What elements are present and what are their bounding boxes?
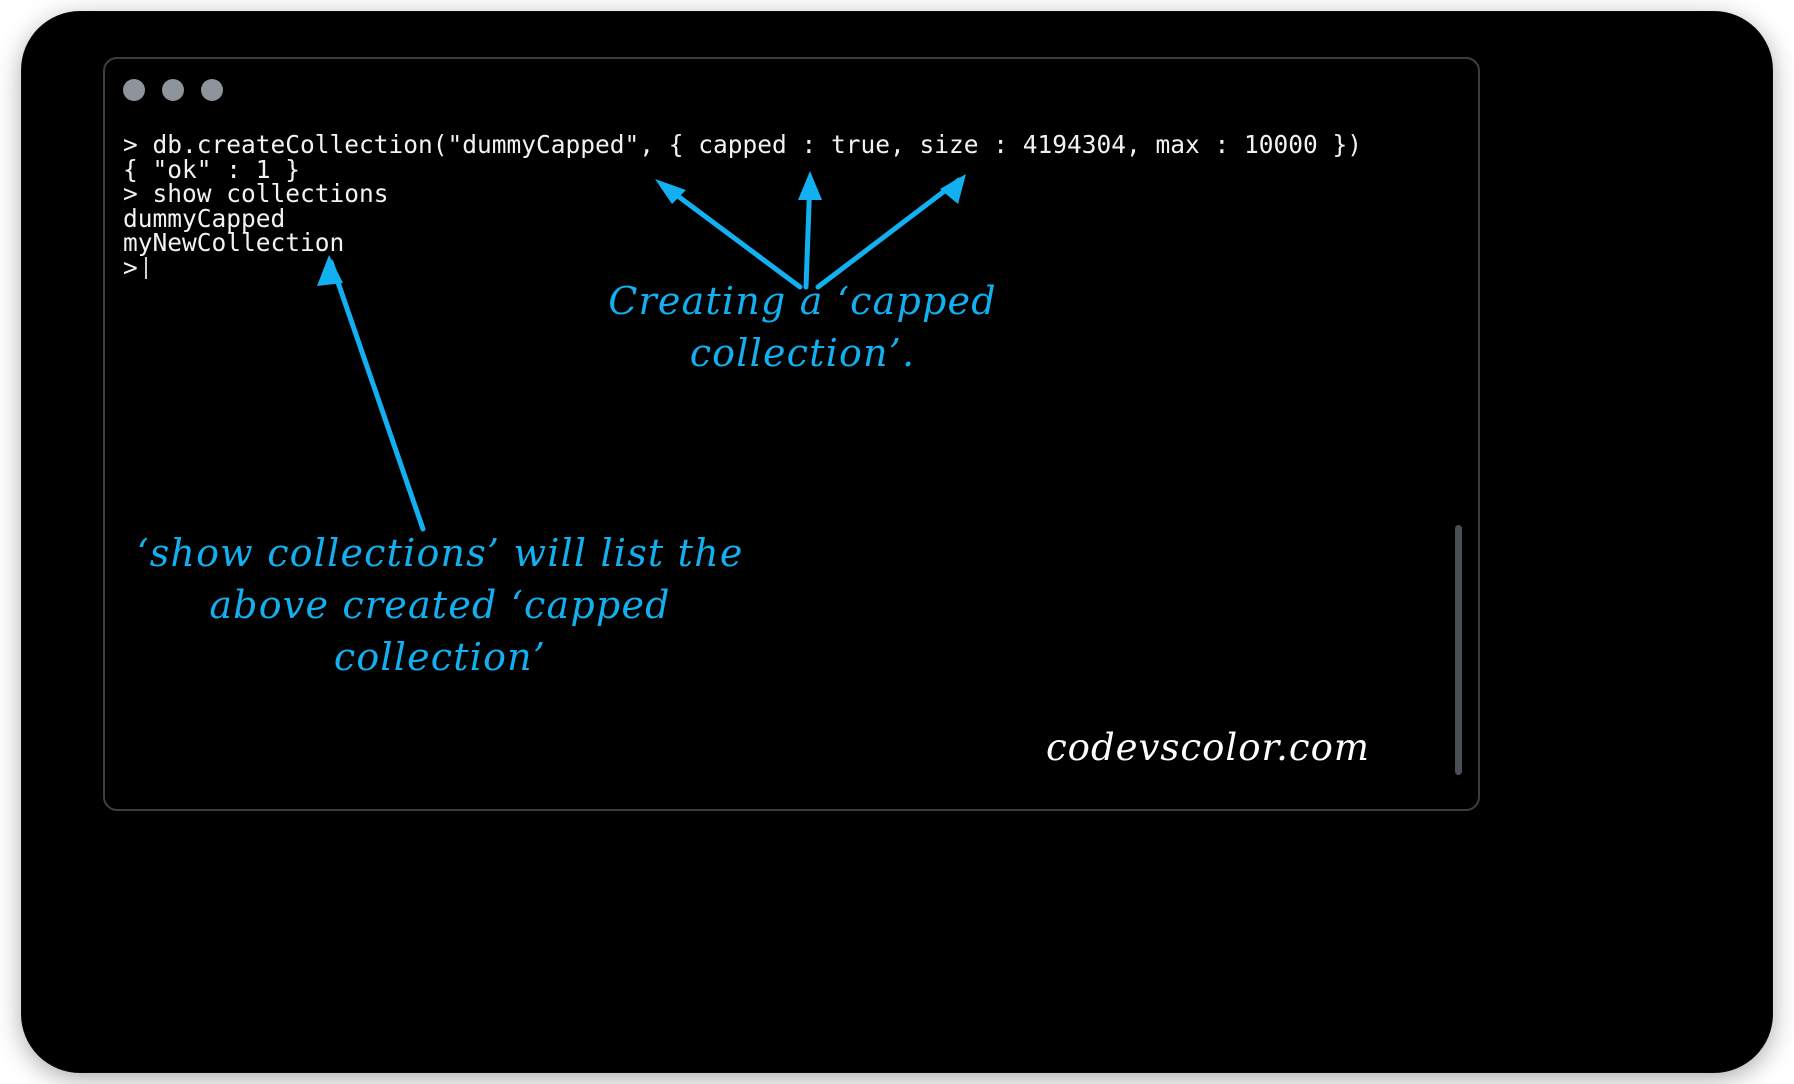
minimize-dot-icon[interactable] <box>162 79 184 101</box>
annotation-show-collections: ‘show collections’ will list the above c… <box>136 531 744 679</box>
terminal-window: > db.createCollection("dummyCapped", { c… <box>103 57 1480 811</box>
terminal-line: { "ok" : 1 } <box>123 154 301 184</box>
maximize-dot-icon[interactable] <box>201 79 223 101</box>
terminal-line: > show collections <box>123 179 389 209</box>
watermark-codevscolor: codevscolor.com <box>1045 726 1370 769</box>
terminal-scrollbar[interactable] <box>1455 525 1462 775</box>
close-dot-icon[interactable] <box>123 79 145 101</box>
terminal-prompt-line: > <box>123 252 1468 282</box>
annotation-creating-capped-collection: Creating a ‘capped collection’. <box>608 279 997 375</box>
terminal-line: dummyCapped <box>123 203 286 233</box>
terminal-line: myNewCollection <box>123 228 345 258</box>
terminal-line: > db.createCollection("dummyCapped", { c… <box>123 130 1363 159</box>
prompt-symbol: > <box>123 252 138 282</box>
terminal-output[interactable]: > db.createCollection("dummyCapped", { c… <box>123 130 1468 282</box>
text-cursor <box>144 257 147 280</box>
terminal-titlebar <box>105 59 1478 121</box>
